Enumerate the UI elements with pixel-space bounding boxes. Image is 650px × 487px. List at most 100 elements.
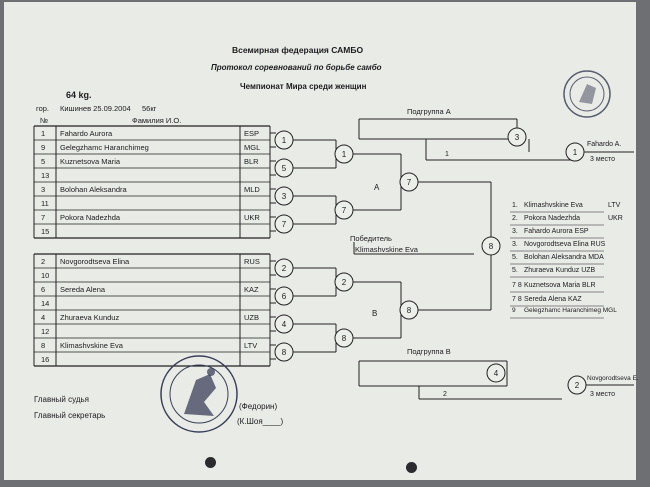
subgroup-a-line-value: 1	[445, 151, 449, 158]
group-a-label: A	[374, 183, 380, 192]
subgroup-a-name: Fahardo A.	[587, 141, 622, 148]
championship-title: Чемпионат Мира среди женщин	[240, 82, 367, 91]
entrant-name: Novgorodtseva Elina	[60, 256, 130, 266]
protocol-title: Протокол соревнований по борьбе самбо	[211, 63, 382, 72]
result-name: Novgorodtseva Elina RUS	[524, 241, 606, 248]
svg-text:3: 3	[282, 192, 287, 201]
round1-result: 5	[274, 158, 294, 178]
round2-result: 2	[334, 272, 354, 292]
column-number: №	[40, 116, 49, 125]
result-name: Zhuraeva Kunduz UZB	[524, 267, 596, 274]
round1-result: 3	[274, 186, 294, 206]
round1-result: 2	[274, 258, 294, 278]
svg-text:2: 2	[282, 264, 287, 273]
entrant-number: 13	[41, 170, 50, 180]
weight-code: 56кг	[142, 104, 157, 113]
entrant-number: 8	[41, 340, 46, 350]
entrant-number: 12	[41, 326, 50, 336]
result-name: Kuznetsova Maria BLR	[524, 282, 596, 289]
svg-text:5: 5	[282, 164, 287, 173]
result-name: Pokora Nadezhda	[524, 215, 581, 222]
chief-secretary-name: (К.Шоя____)	[237, 417, 284, 426]
group-b-label: B	[372, 309, 378, 318]
result-name: Sereda Alena KAZ	[524, 296, 582, 303]
entrant-country: UKR	[244, 212, 260, 222]
subgroup-b-name: Novgorodtseva E.	[587, 375, 639, 382]
result-place: 9	[512, 307, 516, 314]
svg-text:2: 2	[342, 278, 347, 287]
semifinal-result: 7	[399, 172, 419, 192]
entrant-number: 11	[41, 198, 49, 208]
winner-label: Победитель	[350, 234, 392, 243]
entrant-number: 6	[41, 284, 46, 294]
round1-result: 4	[274, 314, 294, 334]
entrant-name: Kuznetsova Maria	[60, 156, 121, 166]
round2-result: 7	[334, 200, 354, 220]
entrant-number: 1	[41, 128, 46, 138]
round1-result: 7	[274, 214, 294, 234]
svg-text:8: 8	[282, 348, 287, 357]
final-result: 8	[481, 236, 501, 256]
svg-text:8: 8	[489, 242, 494, 251]
svg-text:3: 3	[515, 133, 520, 142]
weight-class: 64 kg.	[66, 90, 92, 100]
punch-hole	[406, 462, 417, 473]
entrant-name: Bolohan Aleksandra	[60, 184, 127, 194]
entrant-country: BLR	[244, 156, 259, 166]
svg-text:6: 6	[282, 292, 287, 301]
entrant-number: 3	[41, 184, 46, 194]
svg-text:8: 8	[407, 306, 412, 315]
entrant-country: UZB	[244, 312, 259, 322]
result-place: 3.	[512, 241, 518, 248]
result-country: UKR	[608, 215, 623, 222]
svg-text:1: 1	[573, 148, 578, 157]
svg-text:1: 1	[282, 136, 287, 145]
entrant-name: Fahardo Aurora	[60, 128, 113, 138]
column-name: Фамилия И.О.	[132, 116, 182, 125]
svg-text:1: 1	[342, 150, 347, 159]
repechage-b-mid: 4	[486, 363, 506, 383]
city-label: гор.	[36, 104, 49, 113]
entrant-number: 7	[41, 212, 46, 222]
result-country: LTV	[608, 202, 621, 209]
result-name: Gelegzhamc Haranchimeg MGL	[524, 307, 617, 314]
round2-result: 1	[334, 144, 354, 164]
repechage-a-mid: 3	[507, 127, 527, 147]
entrant-number: 15	[41, 226, 50, 236]
entrant-number: 10	[41, 270, 50, 280]
round1-result: 8	[274, 342, 294, 362]
svg-text:8: 8	[342, 334, 347, 343]
subgroup-a-title: Подгруппа А	[407, 107, 451, 116]
city-date: Кишинев 25.09.2004	[60, 104, 131, 113]
result-place: 2.	[512, 215, 518, 222]
result-place: 7 8	[512, 282, 522, 289]
entrant-name: Zhuraeva Kunduz	[60, 312, 120, 322]
result-place: 3.	[512, 228, 518, 235]
svg-text:4: 4	[494, 369, 499, 378]
svg-text:2: 2	[575, 381, 580, 390]
round1-result: 1	[274, 130, 294, 150]
svg-text:7: 7	[342, 206, 347, 215]
repechage-a-out: 1	[565, 142, 585, 162]
subgroup-a-place: 3 место	[590, 156, 616, 163]
entrant-number: 16	[41, 354, 50, 364]
entrant-name: Pokora Nadezhda	[60, 212, 121, 222]
svg-text:4: 4	[282, 320, 287, 329]
subgroup-b-title: Подгруппа В	[407, 347, 451, 356]
entrant-number: 14	[41, 298, 50, 308]
entrant-country: MGL	[244, 142, 261, 152]
entrant-number: 4	[41, 312, 46, 322]
result-name: Bolohan Aleksandra MDA	[524, 254, 604, 261]
entrant-country: KAZ	[244, 284, 259, 294]
entrant-country: LTV	[244, 340, 258, 350]
entrant-country: MLD	[244, 184, 260, 194]
chief-judge-name: (Федорин)	[239, 402, 278, 411]
chief-secretary-label: Главный секретарь	[34, 411, 106, 420]
subgroup-b-line-value: 2	[443, 391, 447, 398]
result-place: 5.	[512, 254, 518, 261]
round2-result: 8	[334, 328, 354, 348]
result-place: 7 8	[512, 296, 522, 303]
entrant-number: 9	[41, 142, 46, 152]
